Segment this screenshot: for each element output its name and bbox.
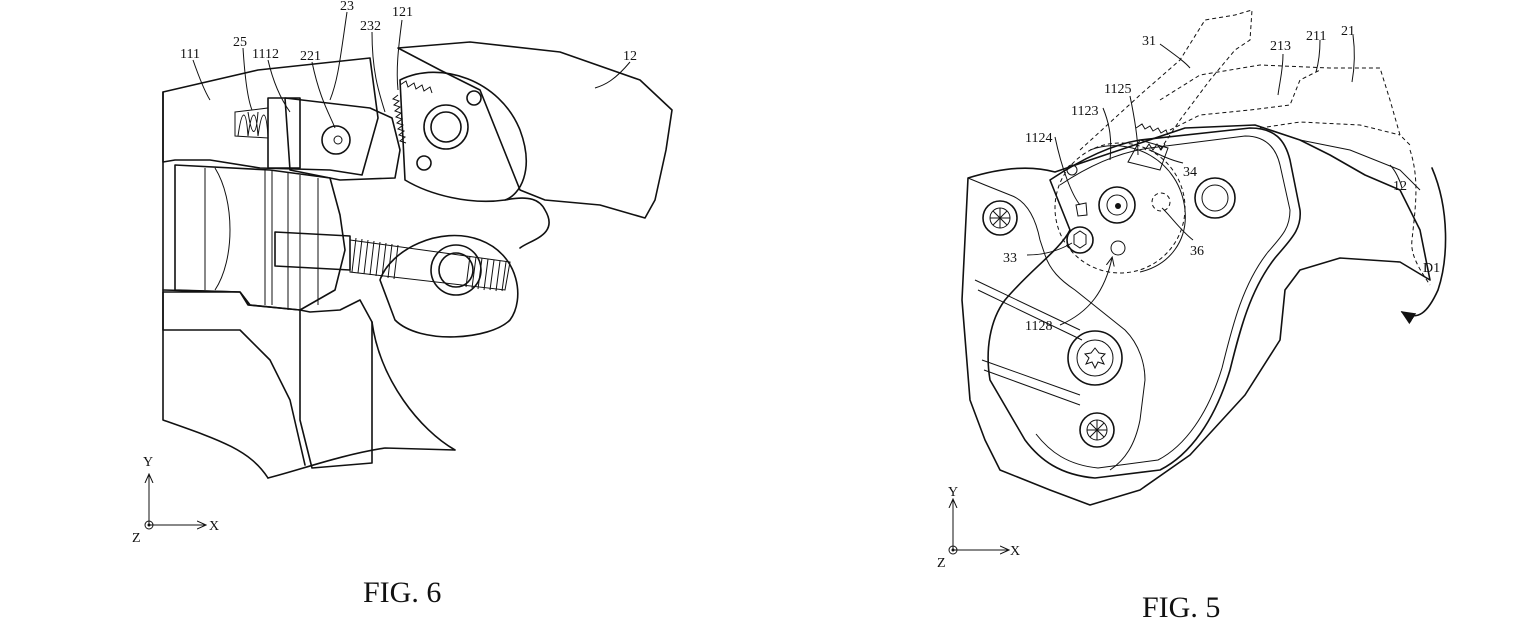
- fig5-drawing: 31 213 211 21 1125 1123 1124 34 12 36 33…: [937, 9, 1447, 624]
- nut-outer: [430, 244, 482, 296]
- label-121: 121: [392, 5, 413, 20]
- label-21: 21: [1341, 24, 1355, 39]
- pawl-lever: [1127, 139, 1169, 171]
- rotor-hub-inner: [1106, 194, 1128, 216]
- screw-thread: [349, 239, 511, 291]
- cover-plate-inner: [1035, 135, 1291, 469]
- label-25: 25: [233, 35, 247, 50]
- screw-torx: [1067, 330, 1123, 386]
- arm-12-edge: [1409, 149, 1431, 286]
- pin-221-core: [333, 135, 343, 145]
- label-31: 31: [1142, 34, 1156, 49]
- screw-thread-lines: [351, 237, 507, 292]
- dashed-cover-31: [1079, 9, 1253, 151]
- label-12: 12: [1393, 179, 1407, 194]
- left-boss: [967, 177, 1146, 471]
- label-1123: 1123: [1071, 104, 1098, 119]
- housing-111: [162, 57, 379, 176]
- axis-x-label: X: [209, 519, 219, 534]
- piston-body: [174, 164, 346, 311]
- gear-teeth-121: [391, 80, 433, 144]
- dashed-arm-213: [1169, 69, 1321, 131]
- hole-small-1: [1066, 164, 1078, 176]
- fig5-leaders: [1026, 34, 1403, 326]
- fig6-leaders: [192, 11, 631, 129]
- screw-shaft: [274, 231, 351, 271]
- screw-top-cross: [990, 208, 1010, 228]
- dashed-arm-211: [1159, 64, 1411, 146]
- axis-y-label: Y: [948, 485, 958, 500]
- rotor-hub: [1098, 186, 1136, 224]
- body-outline: [267, 197, 550, 479]
- label-213: 213: [1270, 39, 1291, 54]
- label-33: 33: [1003, 251, 1017, 266]
- spring-25: [234, 107, 269, 139]
- screw-torx-inner: [1076, 339, 1114, 377]
- pin-221: [321, 125, 351, 155]
- fig6-caption: FIG. 6: [363, 576, 441, 609]
- label-1128: 1128: [1025, 319, 1052, 334]
- body-outline-left: [162, 91, 269, 479]
- label-1124: 1124: [1025, 131, 1052, 146]
- arm-12-outline: [1299, 139, 1421, 191]
- axis-z-label: Z: [937, 556, 946, 571]
- pawl-34: [1135, 123, 1169, 151]
- hex-33: [1073, 230, 1087, 249]
- piston-detail: [204, 167, 319, 310]
- gear-hole-2: [416, 155, 432, 171]
- rotor-center: [1115, 203, 1121, 209]
- gear-hole-1: [466, 90, 482, 106]
- housing-outer: [961, 124, 1431, 506]
- label-1112: 1112: [252, 47, 279, 62]
- hex-screw-33: [1066, 226, 1094, 254]
- gear-hub-inner: [430, 111, 462, 143]
- spring-coils: [237, 111, 269, 137]
- label-23: 23: [340, 0, 354, 14]
- label-211: 211: [1306, 29, 1326, 44]
- fig5-caption: FIG. 5: [1142, 591, 1220, 624]
- screw-bottom: [1079, 412, 1115, 448]
- arm-12: [397, 41, 673, 219]
- label-111: 111: [180, 47, 200, 62]
- fig5-axes: Y X Z: [937, 485, 1020, 571]
- gear-plate: [399, 71, 528, 203]
- pin-36: [1151, 192, 1171, 212]
- label-34: 34: [1183, 165, 1197, 180]
- screw-bottom-cross: [1087, 420, 1107, 440]
- screw-top: [982, 200, 1018, 236]
- rotation-arrow-D1: [1400, 167, 1447, 325]
- cover-plate: [987, 127, 1301, 479]
- label-D1: D1: [1423, 261, 1440, 276]
- block-1112: [267, 97, 301, 169]
- dashed-arm-21: [1259, 121, 1401, 136]
- label-1125: 1125: [1104, 82, 1131, 97]
- screw-torx-star: [1083, 347, 1107, 370]
- label-36: 36: [1190, 244, 1204, 259]
- boss-lower: [379, 234, 519, 338]
- hole-1128: [1110, 240, 1126, 256]
- rotor-disk-solid: [1089, 145, 1186, 273]
- axis-x-label: X: [1010, 544, 1020, 559]
- pawl-23: [284, 97, 401, 181]
- axis-y-label: Y: [143, 455, 153, 470]
- label-12: 12: [623, 49, 637, 64]
- hole-right-inner: [1201, 184, 1229, 212]
- label-232: 232: [360, 19, 381, 34]
- label-221: 221: [300, 49, 321, 64]
- left-boss-2: [974, 279, 1083, 406]
- fig6-axes: Y X Z: [132, 455, 219, 546]
- gear-hub-outer: [423, 104, 469, 150]
- axis-z-label: Z: [132, 531, 141, 546]
- hole-right: [1194, 177, 1236, 219]
- fig6-drawing: 111 25 1112 221 23 232 121 12 Y X Z FIG.…: [132, 0, 673, 609]
- slot-1124: [1075, 202, 1088, 217]
- nut-inner: [438, 252, 474, 288]
- housing-lower: [162, 289, 373, 469]
